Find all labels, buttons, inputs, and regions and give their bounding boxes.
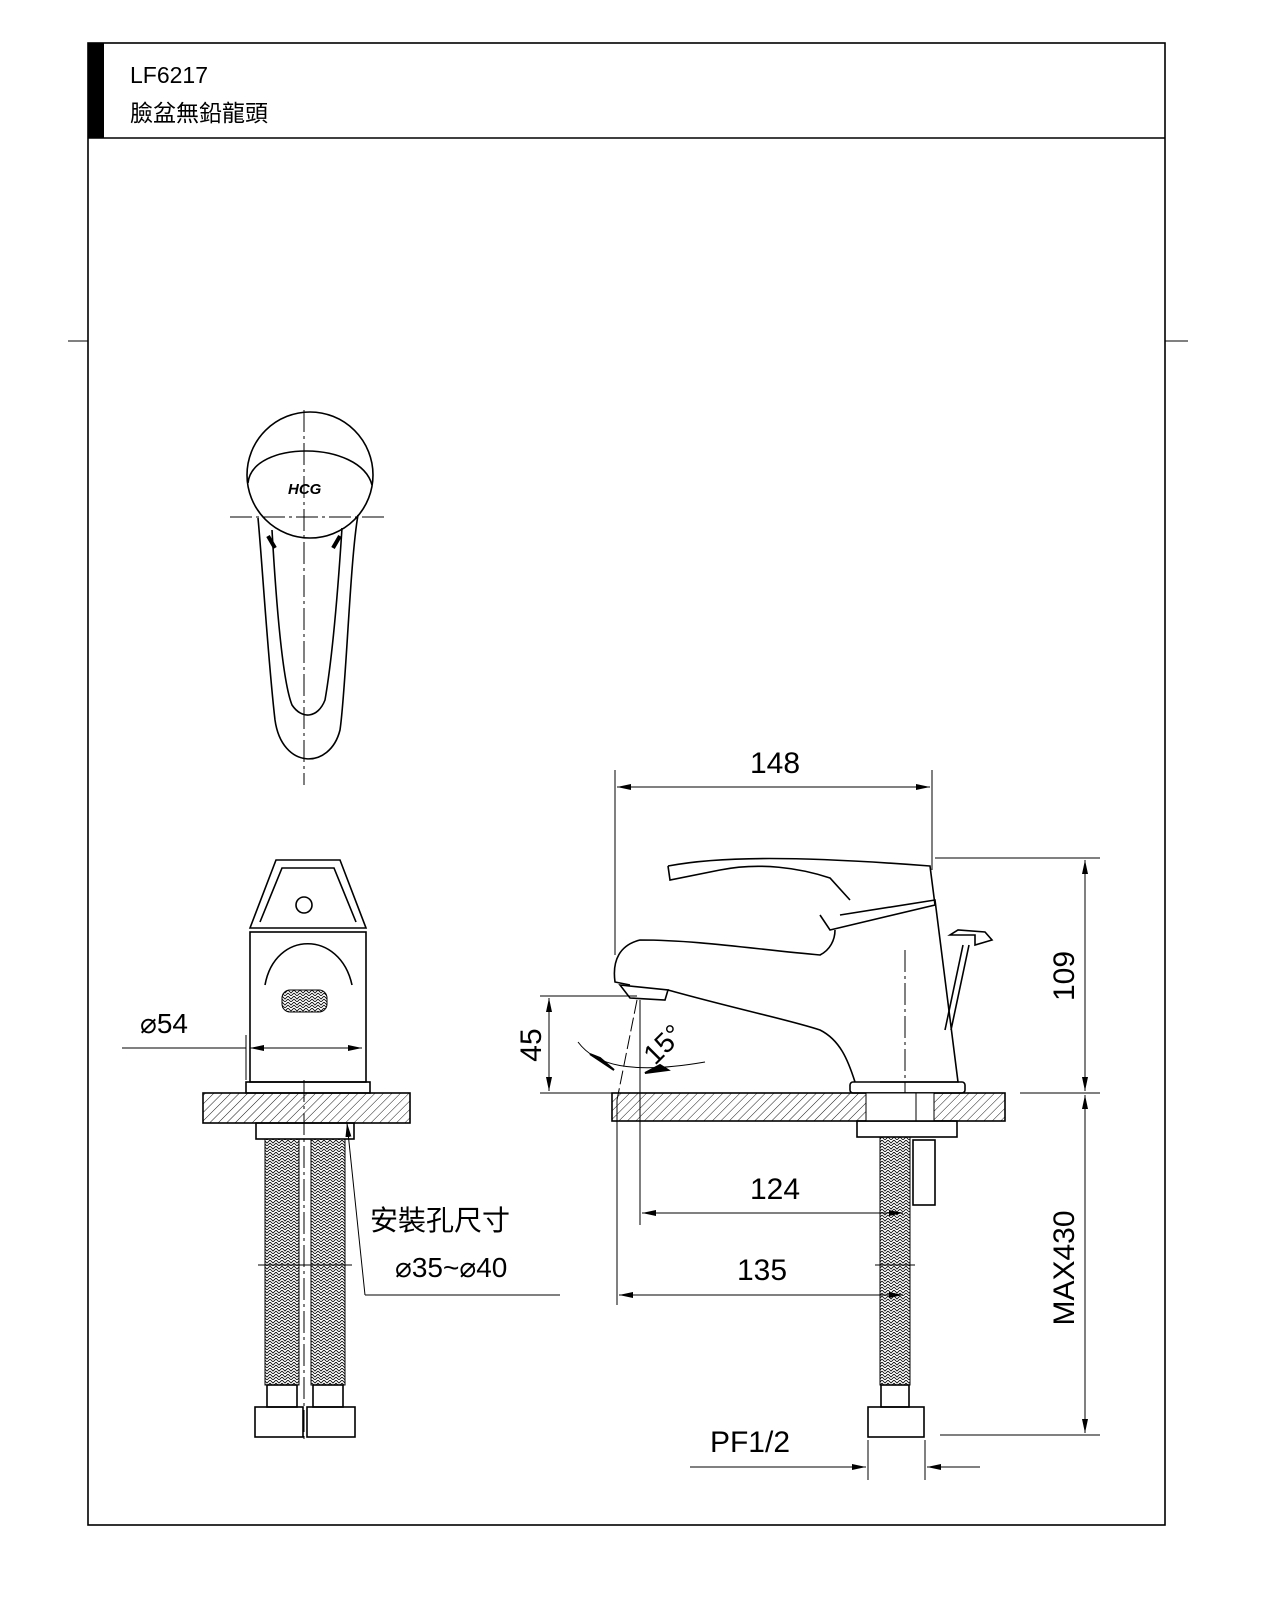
thread-size-label: PF1/2 [710, 1426, 790, 1459]
dimension-135-label: 135 [737, 1254, 787, 1287]
faucet-side-view [611, 857, 1006, 1438]
faucet-top-view [230, 410, 388, 785]
dimension-148 [614, 770, 933, 955]
faucet-front-view [202, 859, 411, 1440]
product-title: 臉盆無鉛龍頭 [130, 100, 268, 126]
dimension-max430-label: MAX430 [1048, 1210, 1081, 1325]
angle-15-label: 15° [637, 1018, 689, 1070]
dimension-109-label: 109 [1048, 951, 1081, 1001]
diameter-54-label: ⌀54 [140, 1008, 188, 1039]
dimension-45-label: 45 [515, 1028, 548, 1061]
dimension-109 [935, 857, 1100, 1436]
dimension-pf12 [690, 1440, 980, 1480]
install-hole-leader [345, 1122, 560, 1296]
angle-15-dimension [577, 999, 706, 1225]
install-hole-label: 安裝孔尺寸 [370, 1205, 510, 1236]
dimension-124-135 [616, 1100, 903, 1305]
dimension-diameter-54 [122, 1035, 367, 1080]
dimension-124-label: 124 [750, 1173, 800, 1206]
drawing-frame [68, 42, 1188, 1526]
install-hole-size: ⌀35~⌀40 [395, 1252, 507, 1283]
model-number: LF6217 [130, 62, 208, 88]
hcg-logo: HCG [288, 481, 322, 498]
dimension-45 [540, 995, 637, 1094]
dimension-148-label: 148 [750, 747, 800, 780]
